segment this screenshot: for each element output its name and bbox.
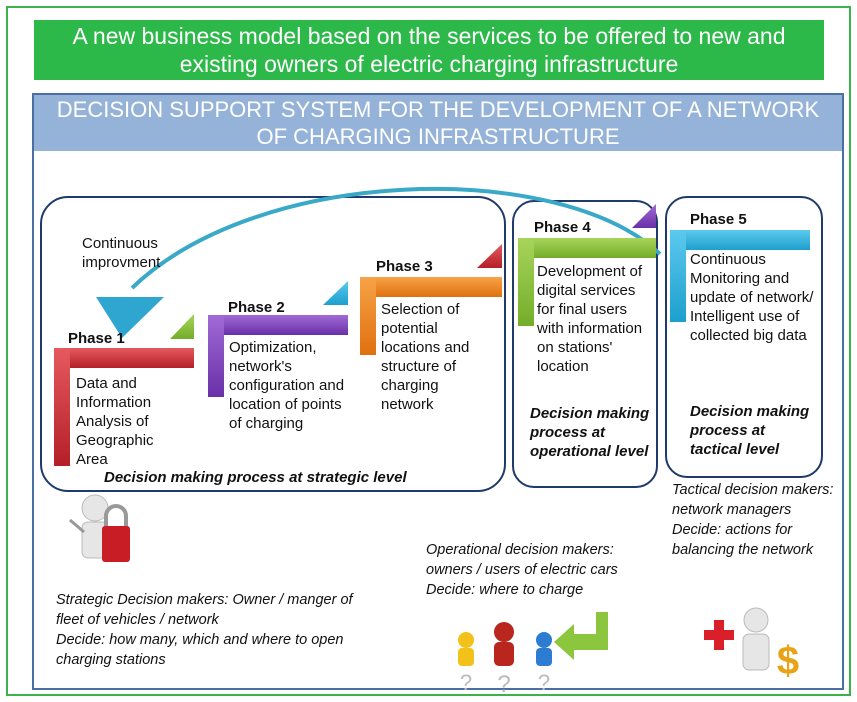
operational-level-box <box>512 200 658 488</box>
dss-frame <box>32 93 844 690</box>
phase-5-step-shape <box>670 230 810 322</box>
phase-1-description: Data and Information Analysis of Geograp… <box>76 375 154 468</box>
strategic-decision-makers-note: Strategic Decision makers: Owner / mange… <box>56 592 353 668</box>
strategic-person-icon <box>69 494 130 562</box>
svg-text:?: ? <box>538 670 550 695</box>
phase-1-step-shape <box>54 314 194 466</box>
phase-2-step-shape <box>208 281 348 397</box>
phase-4-step-shape <box>518 204 656 326</box>
phase-4-description: Development of digital services for fina… <box>537 263 643 375</box>
svg-text:?: ? <box>497 671 510 698</box>
phase-2-description: Optimization, network's configuration an… <box>229 339 345 432</box>
phase-5-description: Continuous Monitoring and update of netw… <box>690 251 814 344</box>
arrow-head-icon <box>96 297 164 338</box>
operational-level-label: Decision making process at operational l… <box>530 405 650 460</box>
tactical-decision-makers-note: Tactical decision makers: network manage… <box>672 482 834 558</box>
operational-people-icon: ? ? ? <box>458 612 608 698</box>
tactical-level-box <box>665 196 823 478</box>
phase-3-step-shape <box>360 244 502 355</box>
business-model-banner: A new business model based on the servic… <box>34 20 824 80</box>
continuous-improvement-label: Continuous improvment <box>82 235 161 271</box>
tactical-person-icon: $ <box>704 607 799 683</box>
continuous-improvement-arrow <box>130 187 662 290</box>
outer-frame <box>6 6 851 696</box>
dss-title: DECISION SUPPORT SYSTEM FOR THE DEVELOPM… <box>34 95 842 151</box>
strategic-level-label: Decision making process at strategic lev… <box>104 469 407 486</box>
phase-4-label: Phase 4 <box>534 219 591 236</box>
phase-5-label: Phase 5 <box>690 211 747 228</box>
phase-2-label: Phase 2 <box>228 299 285 316</box>
strategic-level-box <box>40 196 506 492</box>
phase-3-label: Phase 3 <box>376 258 433 275</box>
tactical-level-label: Decision making process at tactical leve… <box>690 403 810 458</box>
svg-text:$: $ <box>777 639 799 683</box>
svg-text:?: ? <box>460 670 472 695</box>
phase-3-description: Selection of potential locations and str… <box>381 301 470 413</box>
phase-1-label: Phase 1 <box>68 330 125 347</box>
operational-decision-makers-note: Operational decision makers: owners / us… <box>426 542 618 598</box>
